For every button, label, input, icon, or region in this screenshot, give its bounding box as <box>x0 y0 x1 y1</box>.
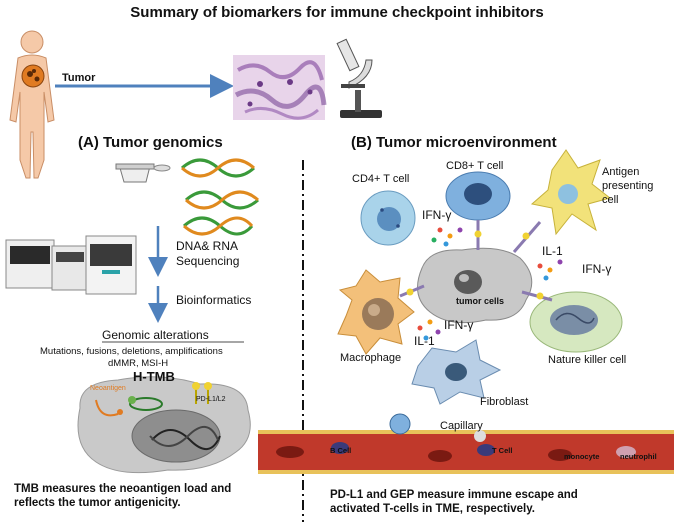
ifn-top-label: IFN-γ <box>422 208 452 222</box>
cd4-t-cell <box>360 190 416 246</box>
panel-b-heading: (B) Tumor microenvironment <box>351 134 557 151</box>
pdl1-label: PD-L1/L2 <box>196 396 226 403</box>
panel-a-heading: (A) Tumor genomics <box>78 134 223 151</box>
neoantigen-label: Neoantigen <box>90 385 126 392</box>
apc-label-line3: cell <box>602 194 619 206</box>
macrophage-label: Macrophage <box>340 352 402 364</box>
histology-image <box>233 55 327 120</box>
alterations-line1: Mutations, fusions, deletions, amplifica… <box>40 346 223 357</box>
panel-a-caption-line2: reflects the tumor antigenicity. <box>14 497 181 509</box>
sequencer-machine-icon <box>5 235 137 295</box>
il1-left-label: IL-1 <box>414 334 435 348</box>
tumor-organ-icon <box>21 64 45 88</box>
macrophage-cell <box>337 269 415 355</box>
tumor-cells-label: tumor cells <box>456 296 505 306</box>
apc-label-line1: Antigen <box>602 166 640 178</box>
cd8-t-cell <box>445 171 511 221</box>
panel-a-caption-line1: TMB measures the neoantigen load and <box>14 483 232 495</box>
htmb-cell-illustration <box>77 376 251 474</box>
receptor-connectors <box>399 220 553 302</box>
ifn-left-label: IFN-γ <box>444 318 474 332</box>
cytokine-dots <box>417 227 563 341</box>
capillary-label: Capillary <box>440 420 483 432</box>
tumor-label: Tumor <box>62 72 96 84</box>
ifn-right-label: IFN-γ <box>582 262 612 276</box>
b-cell-label: B Cell <box>330 446 352 455</box>
t-cell-label: T Cell <box>492 446 513 455</box>
alterations-line2: dMMR, MSI-H <box>108 358 169 369</box>
fibroblast-label: Fibroblast <box>480 396 529 408</box>
antigen-presenting-cell <box>530 149 612 236</box>
bioinformatics-label: Bioinformatics <box>176 293 252 307</box>
nk-cell <box>529 291 623 353</box>
monocyte-label: monocyte <box>564 452 600 461</box>
page-title: Summary of biomarkers for immune checkpo… <box>130 4 544 21</box>
dna-helix-icon <box>181 158 259 236</box>
panel-b-caption-line2: activated T-cells in TME, respectively. <box>330 503 535 515</box>
tumor-cell <box>417 247 533 324</box>
human-body-icon <box>9 30 55 179</box>
sample-tube-icon <box>115 163 171 183</box>
capillary-vessel <box>258 413 674 474</box>
cd4-label: CD4+ T cell <box>352 173 410 185</box>
neutrophil-label: neutrophil <box>620 452 657 461</box>
cd8-label: CD8+ T cell <box>446 160 504 172</box>
htmb-label: H-TMB <box>133 369 175 384</box>
nk-label: Nature killer cell <box>548 354 627 366</box>
fibroblast-cell <box>411 339 502 405</box>
microscope-icon <box>336 38 382 118</box>
panel-b-caption-line1: PD-L1 and GEP measure immune escape and <box>330 489 578 501</box>
il1-right-label: IL-1 <box>542 244 563 258</box>
genomic-alterations-label: Genomic alterations <box>102 328 209 342</box>
sequencing-label-line2: Sequencing <box>176 254 240 268</box>
apc-label-line2: presenting <box>602 180 654 192</box>
sequencing-label-line1: DNA& RNA <box>176 239 239 253</box>
